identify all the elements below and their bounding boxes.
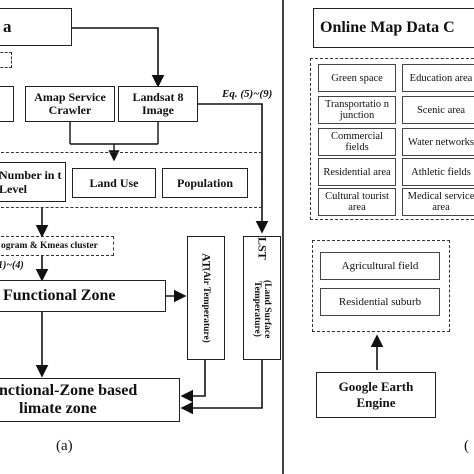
air-temperature-box: AT (Air Temperature) — [187, 236, 225, 360]
amap-crawler-box: Amap Service Crawler — [25, 86, 115, 122]
left-partial-box — [0, 86, 14, 122]
equation-1-4-label: 1)~(4) — [0, 260, 24, 271]
poi-cell-residential-area: Residential area — [318, 158, 396, 186]
land-surface-temperature-box: LST (Land Surface Temperature) — [243, 236, 281, 360]
panel-a-label: (a) — [56, 438, 73, 454]
landsat-image-box: Landsat 8 Image — [118, 86, 198, 122]
poi-cell-green-space: Green space — [318, 64, 396, 92]
equation-5-9-label: Eq. (5)~(9) — [222, 88, 273, 100]
kmeans-cluster-box: ogram & Kmeas cluster — [0, 236, 114, 256]
top-small-dashed-box — [0, 52, 12, 68]
arrow-lst-to-lcz — [180, 360, 263, 415]
functional-zone-climate-zone-box: nctional-Zone based limate zone — [0, 378, 180, 422]
land-use-box: Land Use — [72, 168, 156, 198]
arrow-at-to-lcz — [180, 360, 206, 403]
arrow-top-to-landsat — [70, 27, 165, 88]
number-level-box: Number in t Level — [0, 162, 66, 202]
arrow-landsat-to-lst — [198, 103, 269, 234]
poi-cell-commercial-fields: Commercial fields — [318, 128, 396, 156]
residential-suburb-box: Residential suburb — [320, 288, 440, 316]
functional-zone-box: Functional Zone — [0, 280, 166, 312]
google-earth-engine-box: Google Earth Engine — [316, 372, 436, 418]
poi-cell-athletic-fields: Athletic fields — [402, 158, 474, 186]
poi-cell-education-area: Education area — [402, 64, 474, 92]
poi-cell-cultural-tourist-area: Cultural tourist area — [318, 188, 396, 216]
panel-b-label: ( — [464, 438, 469, 454]
poi-cell-transportation-junction: Transportatio n junction — [318, 96, 396, 124]
land-cover-dashed-group — [312, 240, 450, 332]
top-data-box: a — [0, 8, 72, 46]
agricultural-field-box: Agricultural field — [320, 252, 440, 280]
poi-cell-medical-service-area: Medical service area — [402, 188, 474, 216]
input-data-dashed-group — [0, 152, 262, 208]
online-map-data-header: Online Map Data C — [313, 8, 474, 48]
poi-cell-scenic-area: Scenic area — [402, 96, 474, 124]
population-box: Population — [162, 168, 248, 198]
poi-category-dashed-group — [310, 58, 474, 220]
poi-cell-water-networks: Water networks — [402, 128, 474, 156]
